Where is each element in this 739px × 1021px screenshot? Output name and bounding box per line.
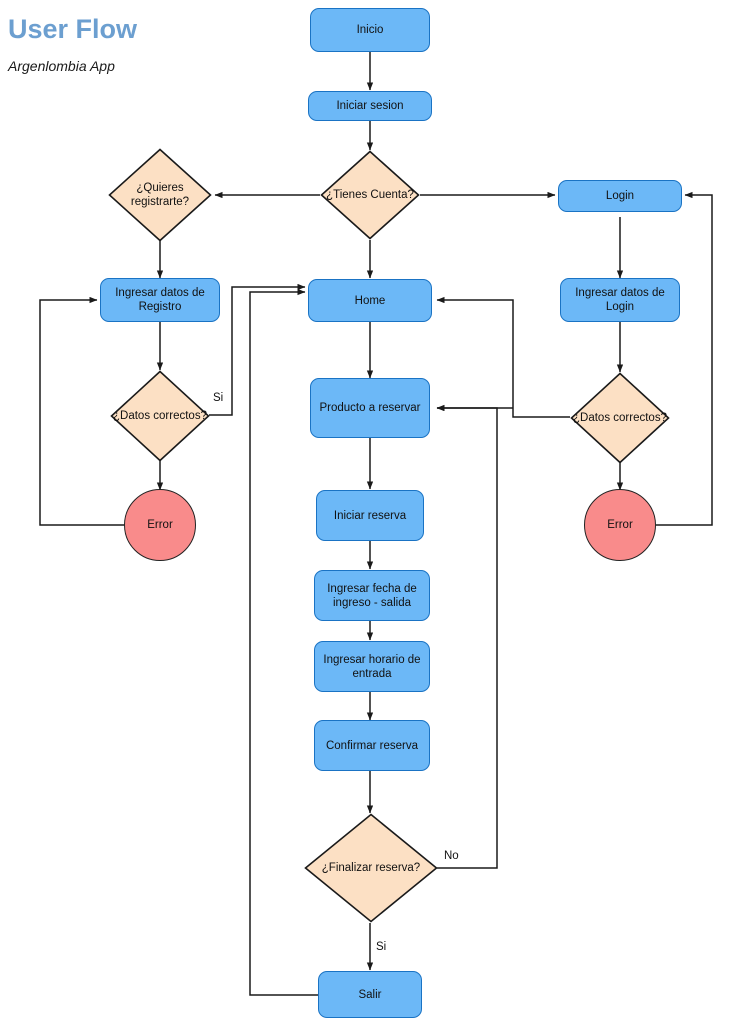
node-horario-entrada[interactable]: Ingresar horario de entrada (314, 641, 430, 692)
node-producto-reservar[interactable]: Producto a reservar (310, 378, 430, 438)
node-confirmar-reserva[interactable]: Confirmar reserva (314, 720, 430, 771)
node-label: Error (147, 519, 173, 531)
node-label: ¿Finalizar reserva? (321, 862, 421, 874)
node-finalizar-reserva[interactable]: ¿Finalizar reserva? (304, 813, 438, 923)
node-label: Producto a reservar (319, 402, 421, 414)
node-error-login[interactable]: Error (584, 489, 656, 561)
node-label: Error (607, 519, 633, 531)
node-iniciar-sesion[interactable]: Iniciar sesion (308, 91, 432, 121)
node-error-registro[interactable]: Error (124, 489, 196, 561)
node-label: Ingresar datos de Registro (115, 287, 205, 313)
node-tienes-cuenta[interactable]: ¿Tienes Cuenta? (320, 150, 420, 240)
node-label: Confirmar reserva (325, 739, 419, 752)
node-label: ¿Datos correctos? (113, 410, 207, 422)
node-label: Iniciar reserva (333, 509, 407, 522)
node-datos-correctos-registro[interactable]: ¿Datos correctos? (110, 370, 210, 462)
edge-errorder-login (656, 191, 713, 526)
node-label: Ingresar datos de Login (575, 287, 665, 313)
node-label: Inicio (356, 24, 384, 36)
edge-salir-home (249, 288, 318, 996)
diamond-shape (320, 150, 420, 240)
node-label: Login (605, 190, 635, 202)
node-quieres-registrarte[interactable]: ¿Quieres registrarte? (108, 148, 212, 242)
edge-label-registro-si: Si (213, 392, 224, 404)
node-label: ¿Quieres registrarte? (130, 182, 190, 208)
node-datos-registro[interactable]: Ingresar datos de Registro (100, 278, 220, 322)
edge-datoscorrectosizq-si-home (209, 283, 306, 416)
node-salir[interactable]: Salir (318, 971, 422, 1018)
diamond-shape (108, 148, 212, 242)
node-label: Iniciar sesion (336, 100, 404, 112)
node-label: Salir (358, 988, 382, 1001)
diamond-shape (110, 370, 210, 462)
node-datos-login[interactable]: Ingresar datos de Login (560, 278, 680, 322)
node-iniciar-reserva[interactable]: Iniciar reserva (316, 490, 424, 541)
node-login[interactable]: Login (558, 180, 682, 212)
node-label: ¿Tienes Cuenta? (326, 189, 414, 201)
page-subtitle: Argenlombia App (8, 58, 115, 74)
node-label: Home (354, 294, 386, 307)
edge-label-finalizar-si: Si (376, 941, 387, 953)
node-label: Ingresar fecha de ingreso - salida (327, 582, 417, 609)
node-home[interactable]: Home (308, 279, 432, 322)
node-datos-correctos-login[interactable]: ¿Datos correctos? (570, 372, 670, 464)
page-title: User Flow (8, 14, 138, 44)
node-label: Ingresar horario de entrada (323, 653, 421, 680)
node-inicio[interactable]: Inicio (310, 8, 430, 52)
edge-datoscorrectosder-home (436, 296, 570, 418)
diamond-shape (304, 813, 438, 923)
edge-errorizq-datosregistro (39, 296, 124, 526)
node-label: ¿Datos correctos? (573, 412, 667, 424)
edge-finalizar-no-producto (436, 404, 498, 869)
node-fecha-ingreso[interactable]: Ingresar fecha de ingreso - salida (314, 570, 430, 621)
edge-label-finalizar-no: No (444, 850, 459, 862)
diamond-shape (570, 372, 670, 464)
